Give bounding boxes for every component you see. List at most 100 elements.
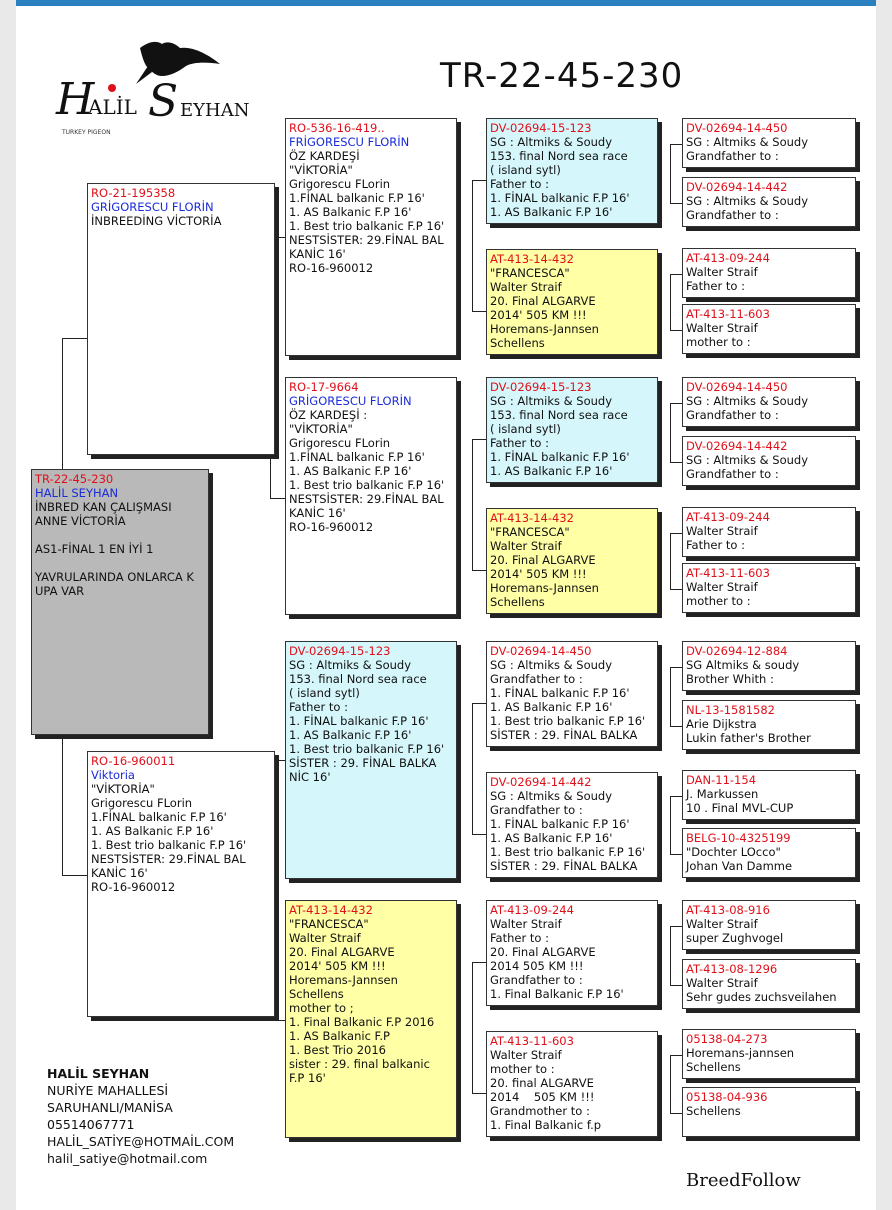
box-text-line: 1. AS Balkanic F.P 16' [490,205,613,219]
box-text-line: SG : Altmiks & Soudy [490,135,613,149]
svg-text:S: S [148,76,178,127]
connector-line [670,1055,682,1056]
ring-number: AT-413-09-244 [686,251,770,265]
connector-line [62,735,63,875]
box-text-line: SG : Altmiks & Soudy [289,658,412,672]
box-text-line: Sehr gudes zuchsveilahen [686,990,837,1004]
ring-number: AT-413-09-244 [490,903,574,917]
box-text-line [35,528,205,542]
ring-number: DV-02694-15-123 [289,644,391,658]
box-text-line: Grandfather to : [686,208,779,222]
ring-number: AT-413-14-432 [490,511,574,525]
connector-line [670,667,671,726]
connector-line [270,760,285,761]
box-text-line: "VİKTORİA" [91,782,155,796]
box-text-line: 2014' 505 KM !!! [490,308,587,322]
box-text-line: Walter Straif [490,539,562,553]
box-text-line: "FRANCESCA" [490,266,570,280]
connector-line [670,462,682,463]
box-text-line: 1. Best trio balkanic F.P 16' [289,742,445,756]
ring-number: AT-413-14-432 [289,903,373,917]
box-text-line: Grigorescu FLorin [91,796,193,810]
box-text-line: "VİKTORİA" [289,163,353,177]
ring-number: DV-02694-14-442 [490,775,592,789]
box-text-line: GRİGORESCU FLORİN [91,200,214,214]
box-text-line: NESTSİSTER: 29.FİNAL BAL [289,233,444,247]
box-text-line: 2014 505 KM !!! [490,959,584,973]
connector-line [472,570,486,571]
connector-line [670,667,682,668]
box-text-line: Schellens [686,1060,741,1074]
box-text-line: 20. final ALGARVE [490,1076,594,1090]
box-text-line: ANNE VİCTORİA [35,514,126,528]
box-text-line: 153. final Nord sea race [490,408,628,422]
connector-line [62,338,63,469]
box-text-line: Walter Straif [490,280,562,294]
connector-line [62,338,87,339]
box-text-line: RO-16-960012 [289,261,374,275]
box-text-line: Walter Straif [686,580,758,594]
box-text-line: NESTSİSTER: 29.FİNAL BAL [289,492,444,506]
ring-number: DV-02694-14-442 [686,180,788,194]
box-text-line: 1. FİNAL balkanic F.P 16' [490,450,630,464]
box-text-line: Schellens [686,1104,741,1118]
box-text-line: 153. final Nord sea race [490,149,628,163]
box-text-line: Grandfather to : [490,672,583,686]
box-text-line: 1. AS Balkanic F.P 16' [289,728,412,742]
box-text-line: SİSTER : 29. FİNAL BALKA [490,728,638,742]
window-top-bar [16,0,876,6]
contact-line: halil_satiye@hotmail.com [47,1151,208,1166]
connector-line [670,926,682,927]
ring-number: NL-13-1581582 [686,703,775,717]
contact-line: 05514067771 [47,1117,135,1132]
box-text-line: Grigorescu FLorin [289,436,391,450]
ring-number: DV-02694-12-884 [686,644,788,658]
box-text-line: 1. AS Balkanic F.P 16' [289,464,412,478]
connector-line [670,854,682,855]
ring-number: AT-413-08-1296 [686,962,778,976]
connector-line [670,274,682,275]
ring-number: TR-22-45-230 [35,472,114,486]
box-text-line: 1. Best trio balkanic F.P 16' [289,478,445,492]
box-text-line: Walter Straif [686,265,758,279]
box-text-line: J. Markussen [686,787,759,801]
box-text-line: Walter Straif [490,917,562,931]
box-text-line: Walter Straif [289,931,361,945]
box-text-line: mother to : [686,335,751,349]
ring-number: AT-413-14-432 [490,252,574,266]
box-text-line: Grandmother to : [490,1104,590,1118]
svg-text:TURKEY PIGEON: TURKEY PIGEON [61,129,111,136]
box-text-line: Lukin father's Brother [686,731,811,745]
connector-line [670,403,682,404]
box-text-line: 20. Final ALGARVE [289,945,395,959]
box-text-line: super Zughvogel [686,931,784,945]
box-text-line: "Dochter LOcco" [686,845,781,859]
box-text-line: NESTSİSTER: 29.FİNAL BAL [91,852,246,866]
box-text-line: 1.FİNAL balkanic F.P 16' [289,450,425,464]
connector-line [670,985,682,986]
ring-number: DV-02694-14-450 [686,380,788,394]
box-text-line: Father to : [490,436,549,450]
box-text-line: Father to : [490,931,549,945]
ring-number: AT-413-09-244 [686,510,770,524]
box-text-line: SİSTER : 29. FİNAL BALKA [490,859,638,873]
box-text-line: GRİGORESCU FLORİN [289,394,412,408]
box-text-line: 1.FİNAL balkanic F.P 16' [91,810,227,824]
box-text-line: Walter Straif [686,917,758,931]
box-text-line: 1. FİNAL balkanic F.P 16' [490,191,630,205]
box-text-line: ( island sytl) [289,686,360,700]
box-text-line: SG : Altmiks & Soudy [686,135,809,149]
box-text-line: AS1-FİNAL 1 EN İYİ 1 [35,542,154,556]
